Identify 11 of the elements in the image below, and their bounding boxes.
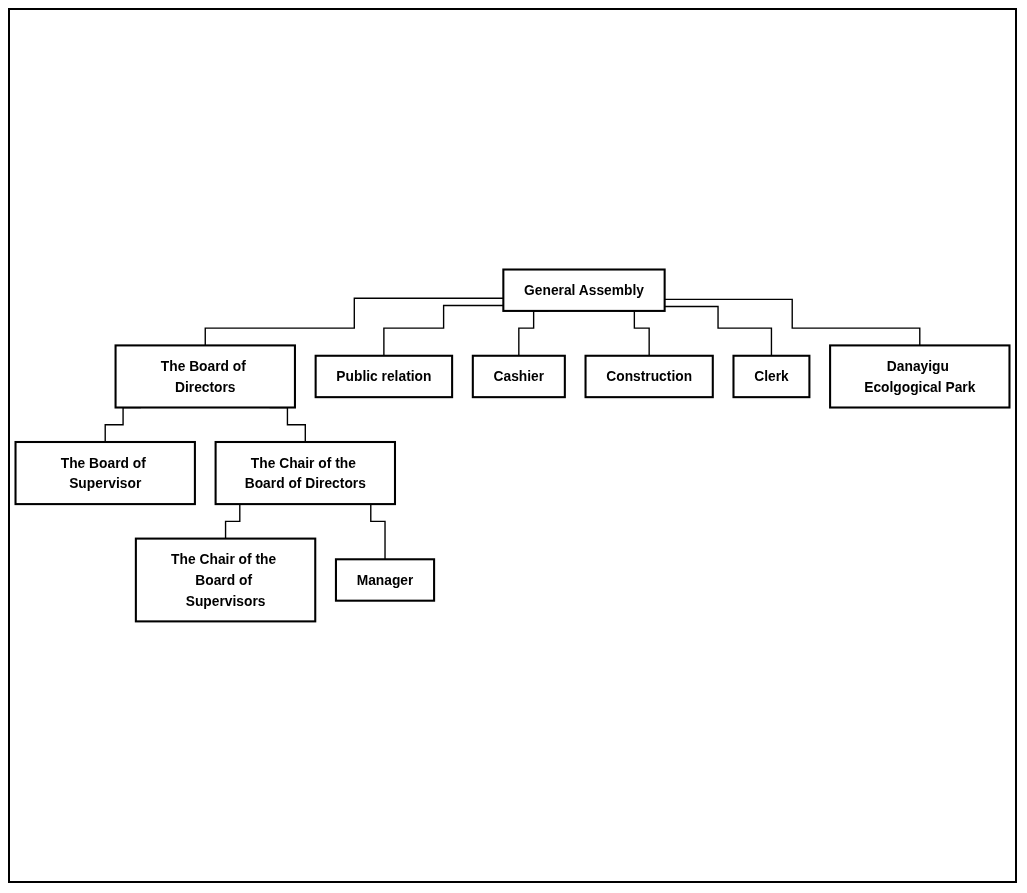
node-box: Cashier	[471, 354, 566, 399]
node-box: The Chair of the Board of Directors	[214, 441, 396, 506]
node-box: Danayigu Ecolgogical Park	[829, 344, 1011, 409]
node-box: Clerk	[732, 354, 811, 399]
node-box: Public relation	[314, 354, 454, 399]
node-box: Manager	[334, 558, 436, 602]
node-box: The Chair of the Board of Supervisors	[134, 537, 317, 623]
node-box: The Board of Supervisor	[14, 441, 196, 506]
node-box: The Board of Directors	[114, 344, 296, 409]
node-box: General Assembly	[502, 268, 666, 312]
node-box: Construction	[584, 354, 714, 399]
